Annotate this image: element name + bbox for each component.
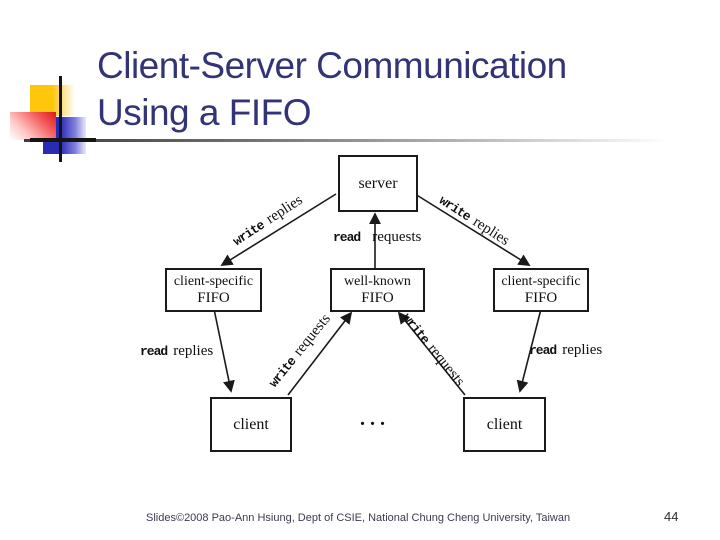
title-underline-rule [24, 139, 690, 142]
read-requests-verb: read [333, 230, 361, 245]
left-client-box: client [210, 397, 292, 452]
arrow-left-fifo-to-client [213, 308, 235, 393]
left-fifo-label-line2: FIFO [197, 289, 230, 306]
page-number: 44 [664, 509, 679, 524]
right-fifo-label-line1: client-specific [501, 273, 581, 289]
accent-cross-horizontal-line [30, 138, 96, 142]
right-client-box: client [463, 397, 546, 452]
accent-square-yellow [30, 85, 75, 116]
arrow-right-fifo-to-client [516, 308, 542, 393]
well-known-fifo-box: well-known FIFO [330, 268, 425, 312]
right-client-box-label: client [486, 415, 523, 433]
more-clients-ellipsis: ... [360, 408, 390, 430]
slide-title: Client-Server Communication Using a FIFO [97, 42, 697, 136]
accent-cross-vertical-line [59, 76, 62, 162]
arrow-right-client-to-center-fifo [397, 311, 466, 396]
right-fifo-label-line2: FIFO [524, 289, 558, 306]
left-client-box-label: client [233, 415, 269, 433]
server-box-label: server [358, 174, 398, 192]
center-fifo-label-line2: FIFO [361, 289, 394, 306]
server-box: server [338, 155, 418, 212]
left-fifo-label-line1: client-specific [173, 273, 254, 289]
read-replies-left-label: read replies [140, 343, 213, 360]
left-client-specific-fifo-box: client-specific FIFO [165, 268, 262, 312]
slide-title-line2: Using a FIFO [97, 92, 312, 133]
arrow-left-client-to-center-fifo [287, 311, 353, 396]
read-requests-label: read requests [333, 229, 421, 246]
read-replies-right-noun: replies [562, 342, 603, 358]
read-requests-noun: requests [372, 229, 422, 245]
read-replies-left-noun: replies [173, 343, 214, 359]
arrow-server-to-right-fifo [414, 193, 531, 266]
slide-title-line1: Client-Server Communication [97, 45, 567, 86]
accent-square-red [10, 112, 56, 140]
read-replies-right-verb: read [529, 343, 557, 358]
center-fifo-label-line1: well-known [344, 273, 411, 289]
right-client-specific-fifo-box: client-specific FIFO [493, 268, 589, 312]
arrow-server-to-left-fifo [220, 193, 337, 266]
footer-credit: Slides©2008 Pao-Ann Hsiung, Dept of CSIE… [146, 512, 571, 524]
read-replies-left-verb: read [140, 344, 168, 359]
read-replies-right-label: read replies [529, 342, 602, 359]
